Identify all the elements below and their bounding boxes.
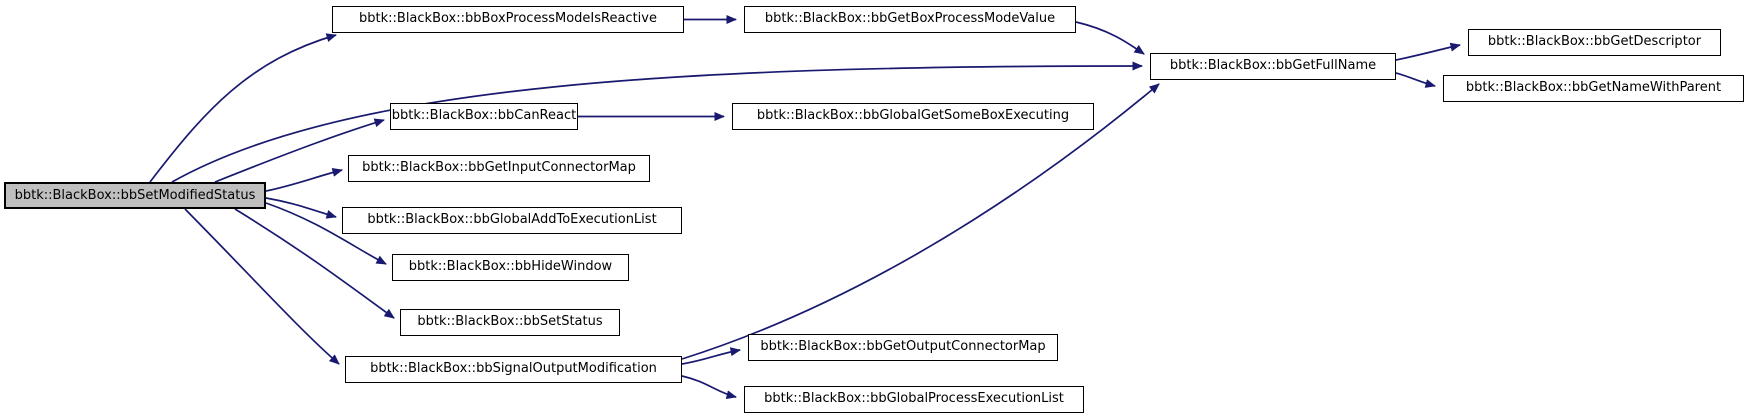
edge-getfullname-to-getdescriptor [1395, 42, 1461, 61]
edge-signaloutputmodification-to-globalprocessexecutionlist [681, 375, 737, 400]
edge-setmodifiedstatus-to-boxprocessmodeisreactive [149, 33, 337, 183]
edge-signaloutputmodification-to-getoutputconnectormap [681, 347, 741, 365]
node-bbgetdescriptor[interactable]: bbtk::BlackBox::bbGetDescriptor [1468, 29, 1721, 56]
edge-setmodifiedstatus-to-canreact [214, 118, 385, 183]
node-bbsignaloutputmodification[interactable]: bbtk::BlackBox::bbSignalOutputModificati… [345, 356, 682, 383]
node-bbgetoutputconnectormap[interactable]: bbtk::BlackBox::bbGetOutputConnectorMap [748, 334, 1058, 361]
node-bbsetmodifiedstatus[interactable]: bbtk::BlackBox::bbSetModifiedStatus [4, 182, 266, 209]
node-bbgetboxprocessmodevalue[interactable]: bbtk::BlackBox::bbGetBoxProcessModeValue [744, 6, 1076, 33]
node-bbboxprocessmodeisreactive[interactable]: bbtk::BlackBox::bbBoxProcessModeIsReacti… [332, 6, 684, 33]
node-bbsetstatus[interactable]: bbtk::BlackBox::bbSetStatus [400, 309, 620, 336]
node-bbglobaladdtoexecutionlist[interactable]: bbtk::BlackBox::bbGlobalAddToExecutionLi… [342, 207, 682, 234]
node-bbgetfullname[interactable]: bbtk::BlackBox::bbGetFullName [1150, 53, 1396, 80]
edge-getboxprocessmodevalue-to-getfullname [1075, 21, 1145, 55]
node-bbgetinputconnectormap[interactable]: bbtk::BlackBox::bbGetInputConnectorMap [348, 155, 650, 182]
node-bbhidewindow[interactable]: bbtk::BlackBox::bbHideWindow [392, 254, 629, 281]
node-bbcanreact[interactable]: bbtk::BlackBox::bbCanReact [390, 103, 578, 130]
edge-getfullname-to-getnamewithparent [1395, 72, 1436, 88]
edge-signaloutputmodification-to-getfullname [681, 83, 1160, 360]
edge-setmodifiedstatus-to-setstatus [234, 208, 395, 319]
node-bbglobalprocessexecutionlist[interactable]: bbtk::BlackBox::bbGlobalProcessExecution… [744, 386, 1084, 413]
edge-setmodifiedstatus-to-signaloutputmodification [184, 208, 340, 365]
edge-setmodifiedstatus-to-getinputconnectormap [265, 168, 343, 192]
node-bbglobalgetsomeboxexecuting[interactable]: bbtk::BlackBox::bbGlobalGetSomeBoxExecut… [732, 103, 1094, 130]
edge-setmodifiedstatus-to-getfullname [171, 61, 1143, 183]
edge-setmodifiedstatus-to-hidewindow [265, 202, 387, 265]
edge-setmodifiedstatus-to-globaladdtoexecutionlist [265, 197, 337, 219]
node-bbgetnamewithparent[interactable]: bbtk::BlackBox::bbGetNameWithParent [1443, 75, 1744, 102]
